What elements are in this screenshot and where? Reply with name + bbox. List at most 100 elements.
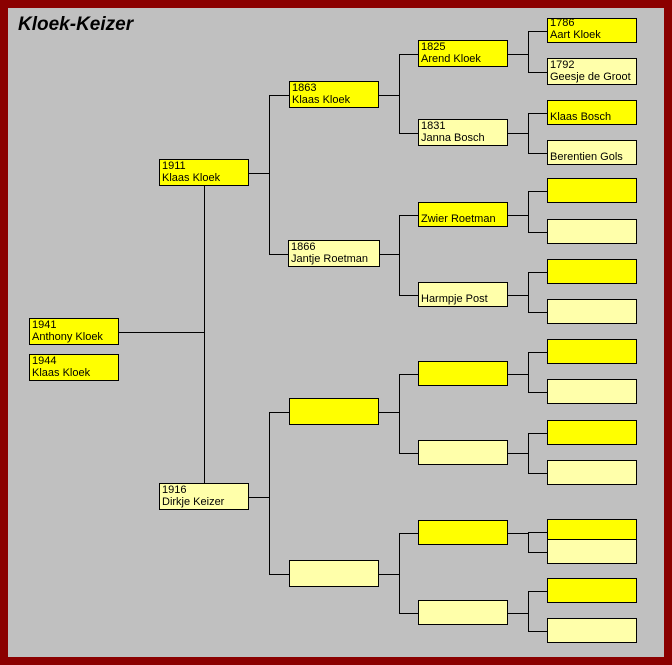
person-name — [421, 372, 505, 384]
person-name — [550, 310, 634, 322]
connector-line — [399, 453, 418, 454]
person-node-empty[interactable] — [547, 539, 637, 564]
person-node-empty[interactable] — [547, 379, 637, 404]
connector-line — [269, 95, 289, 96]
connector-line — [399, 613, 418, 614]
person-name: Klaas Bosch — [550, 111, 612, 123]
person-node-empty[interactable] — [418, 361, 508, 386]
person-name: Klaas Kloek — [162, 172, 221, 184]
connector-line — [528, 552, 547, 553]
connector-line — [380, 254, 399, 255]
connector-line — [269, 254, 289, 255]
connector-line — [269, 574, 289, 575]
connector-line — [399, 215, 418, 216]
person-node-empty[interactable] — [547, 299, 637, 324]
connector-line — [269, 95, 270, 254]
person-node-empty[interactable] — [547, 219, 637, 244]
person-birth-year: 1941 — [32, 319, 57, 331]
person-name: Anthony Kloek — [32, 331, 103, 343]
connector-line — [399, 215, 400, 295]
person-name — [550, 471, 634, 483]
person-name — [550, 589, 634, 601]
person-name — [550, 390, 634, 402]
connector-line — [528, 352, 547, 353]
person-node-empty[interactable] — [547, 339, 637, 364]
person-name — [292, 573, 376, 585]
connector-line — [399, 295, 418, 296]
connector-line — [249, 173, 269, 174]
connector-line — [508, 215, 528, 216]
person-birth-year: 1786 — [550, 18, 575, 29]
connector-line — [528, 153, 547, 154]
person-node-empty[interactable] — [547, 259, 637, 284]
person-node-empty[interactable] — [547, 460, 637, 485]
person-name: Klaas Kloek — [292, 94, 351, 106]
connector-line — [119, 332, 204, 333]
person-name — [550, 350, 634, 362]
connector-line — [528, 72, 547, 73]
person-node-empty[interactable] — [418, 520, 508, 545]
connector-line — [249, 497, 269, 498]
connector-line — [399, 54, 418, 55]
person-name — [550, 189, 634, 201]
person-name: Harmpje Post — [421, 293, 488, 305]
connector-line — [399, 54, 400, 133]
connector-line — [528, 312, 547, 313]
person-name: Klaas Kloek — [32, 367, 91, 379]
connector-line — [399, 374, 418, 375]
connector-line — [508, 453, 528, 454]
connector-line — [508, 133, 528, 134]
connector-line — [379, 412, 399, 413]
connector-line — [204, 173, 205, 497]
connector-line — [508, 54, 528, 55]
connector-line — [528, 532, 547, 533]
connector-line — [508, 295, 528, 296]
person-birth-year: 1911 — [162, 160, 186, 172]
person-name: Dirkje Keizer — [162, 496, 225, 508]
person-node-empty[interactable] — [547, 578, 637, 603]
connector-line — [528, 272, 529, 312]
person-node-empty[interactable] — [289, 398, 379, 425]
person-node[interactable]: Klaas Bosch — [547, 100, 637, 125]
connector-line — [528, 232, 547, 233]
connector-line — [528, 631, 547, 632]
connector-line — [528, 31, 529, 72]
person-node[interactable]: Harmpje Post — [418, 282, 508, 307]
person-birth-year: 1792 — [550, 59, 575, 71]
person-node-empty[interactable] — [289, 560, 379, 587]
person-birth-year: 1944 — [32, 355, 57, 367]
connector-line — [528, 352, 529, 392]
connector-line — [379, 95, 399, 96]
person-node[interactable]: Berentien Gols — [547, 140, 637, 165]
person-node-empty[interactable] — [418, 600, 508, 625]
person-name: Zwier Roetman — [421, 213, 496, 225]
person-name — [550, 550, 634, 562]
person-node-empty[interactable] — [547, 178, 637, 203]
person-birth-year: 1866 — [291, 241, 316, 253]
person-birth-year: 1825 — [421, 41, 446, 53]
person-node-empty[interactable] — [418, 440, 508, 465]
connector-line — [399, 374, 400, 453]
connector-line — [508, 533, 528, 534]
connector-line — [269, 412, 270, 574]
person-node-empty[interactable] — [547, 618, 637, 643]
person-birth-year: 1863 — [292, 82, 317, 94]
person-name — [550, 629, 634, 641]
person-node-empty[interactable] — [547, 420, 637, 445]
connector-line — [528, 433, 529, 473]
person-name: Berentien Gols — [550, 151, 623, 163]
person-node[interactable]: Zwier Roetman — [418, 202, 508, 227]
connector-line — [528, 532, 529, 552]
